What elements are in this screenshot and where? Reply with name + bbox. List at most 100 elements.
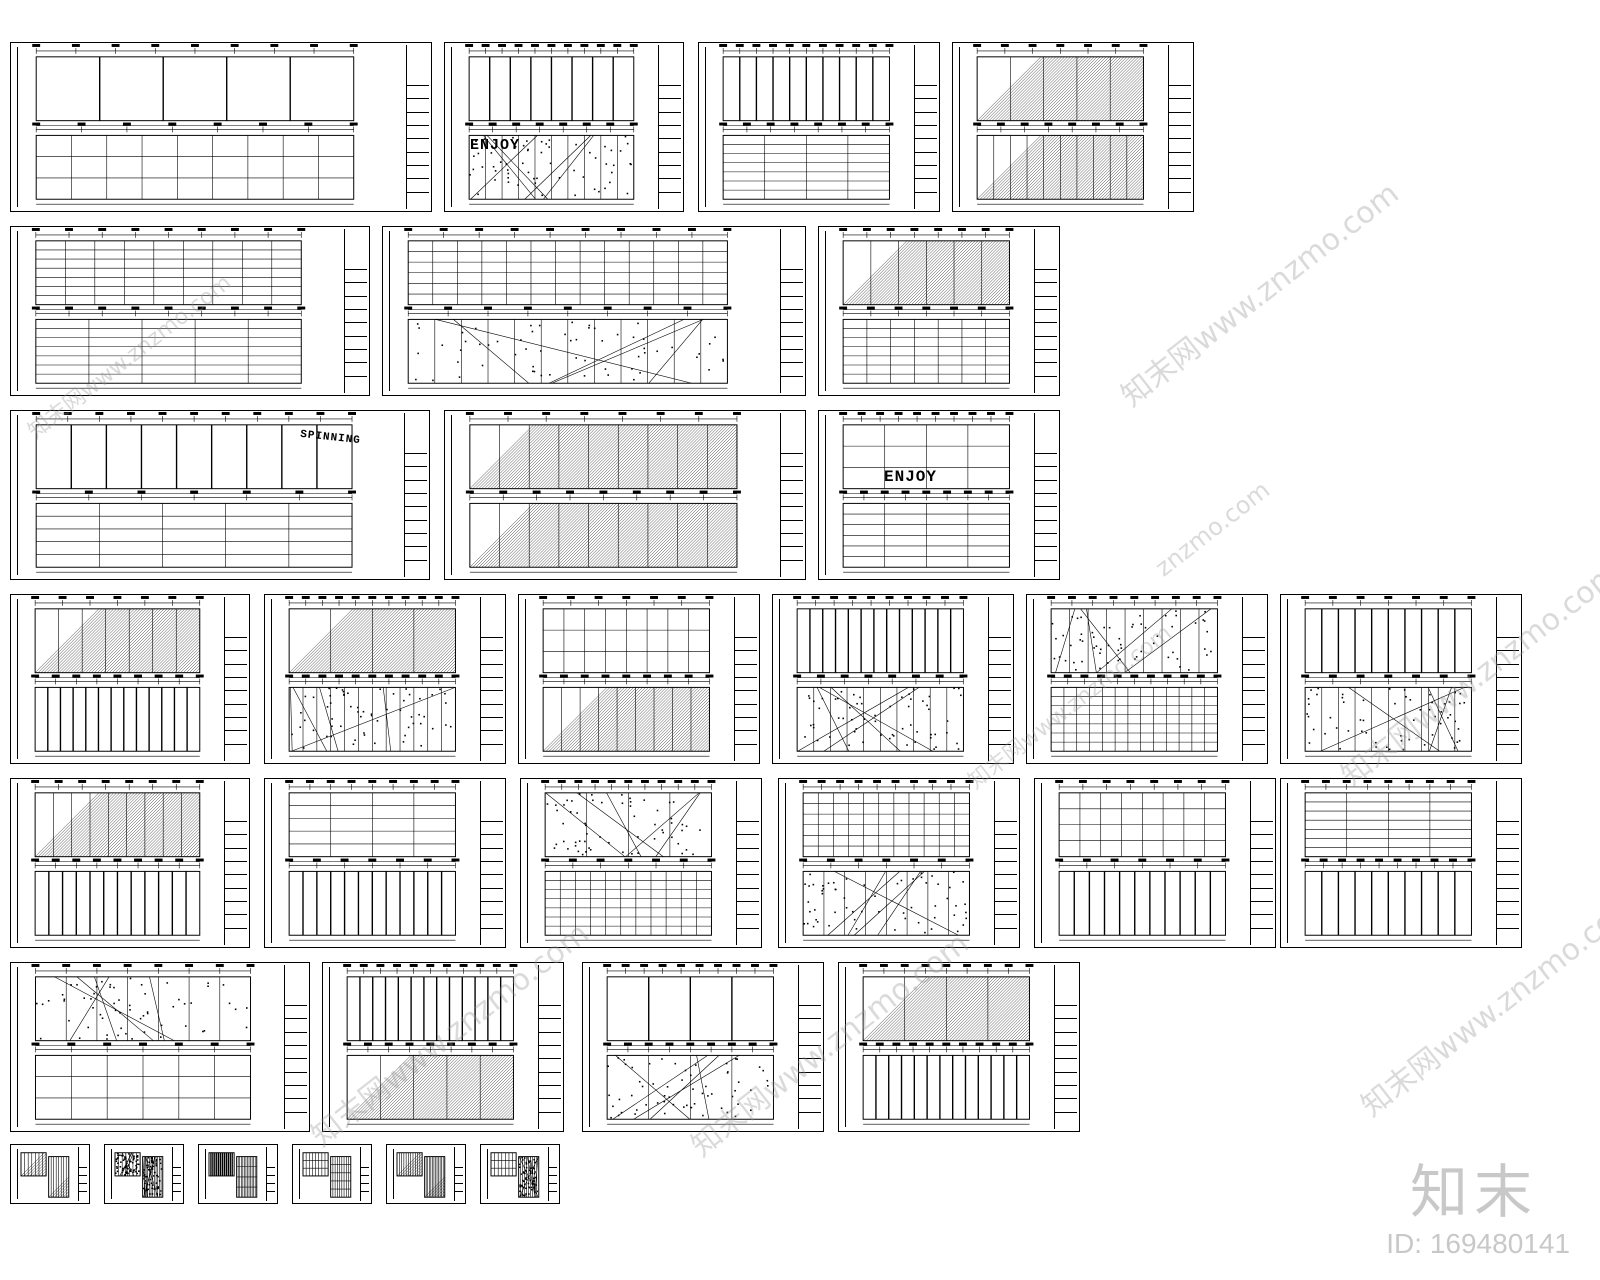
title-block: [404, 413, 427, 577]
elevation-drawing: [343, 963, 518, 1125]
elevation-drawing: [31, 595, 204, 757]
elevation-drawing: [719, 43, 894, 205]
elevation-drawing: [31, 779, 204, 941]
drawing-sheet: [386, 1144, 466, 1204]
elevation-panel: [1055, 779, 1230, 862]
elevation-panel: [603, 1042, 778, 1125]
drawing-sheet: [382, 226, 806, 396]
title-block: [454, 1147, 463, 1201]
title-block: [734, 597, 757, 761]
elevation-panel: [31, 674, 204, 757]
drawing-sheet: [10, 410, 430, 580]
elevation-panel: [285, 595, 460, 678]
title-block: [78, 1147, 87, 1201]
title-block: [780, 413, 803, 577]
elevation-panel: [285, 674, 460, 757]
title-block: [736, 781, 759, 945]
title-block: [1242, 597, 1265, 761]
elevation-drawing: [973, 43, 1148, 205]
elevation-drawing: [114, 1152, 164, 1198]
elevation-panel: [465, 490, 741, 573]
drawing-sheet: [838, 962, 1080, 1132]
sheet-binding-edge: [13, 47, 18, 207]
title-block: [406, 45, 429, 209]
sheet-binding-edge: [13, 1149, 18, 1199]
title-block: [914, 45, 937, 209]
sheet-binding-edge: [1283, 599, 1288, 759]
sheet-binding-edge: [521, 599, 526, 759]
sheet-binding-edge: [267, 599, 272, 759]
drawing-sheet: [582, 962, 824, 1132]
elevation-panel: [973, 122, 1148, 205]
elevation-drawing: [285, 779, 460, 941]
elevation-drawing: [1301, 779, 1476, 941]
title-block: [538, 965, 561, 1129]
drawing-sheet: [10, 962, 310, 1132]
elevation-panel: [541, 779, 716, 862]
elevation-panel: [208, 1152, 235, 1177]
elevation-panel: [396, 1152, 423, 1177]
elevation-panel: [839, 490, 1014, 573]
elevation-drawing: [404, 227, 732, 389]
drawing-sheet: [952, 42, 1194, 212]
drawing-sheet: [772, 594, 1014, 764]
sheet-binding-edge: [447, 47, 452, 207]
elevation-panel: [793, 595, 968, 678]
elevation-panel: [1047, 674, 1222, 757]
elevation-panel: [31, 963, 255, 1046]
drawing-sheet: [10, 42, 432, 212]
elevation-panel: [31, 306, 306, 389]
elevation-drawing: [208, 1152, 258, 1198]
drawing-sheet: [1280, 594, 1522, 764]
elevation-panel: [465, 411, 741, 494]
sheet-binding-edge: [13, 231, 18, 391]
elevation-drawing: [603, 963, 778, 1125]
sheet-binding-edge: [781, 783, 786, 943]
elevation-panel: [31, 858, 204, 941]
elevation-panel: [330, 1156, 352, 1198]
drawing-sheet: [104, 1144, 184, 1204]
elevation-panel: [1301, 674, 1476, 757]
elevation-panel: [490, 1152, 517, 1177]
drawing-sheet: [322, 962, 564, 1132]
sheet-binding-edge: [13, 783, 18, 943]
elevation-panel: [404, 306, 732, 389]
title-block: [798, 965, 821, 1129]
drawing-sheet: [480, 1144, 560, 1204]
elevation-drawing: [396, 1152, 446, 1198]
elevation-panel: [859, 1042, 1034, 1125]
drawing-sheet: [1026, 594, 1268, 764]
title-block: [224, 781, 247, 945]
elevation-panel: [793, 674, 968, 757]
brand-logo: 知末: [1410, 1158, 1539, 1226]
elevation-panel: [285, 858, 460, 941]
drawing-sheet: [1034, 778, 1276, 948]
elevation-panel: [236, 1156, 258, 1198]
sheet-binding-edge: [1037, 783, 1042, 943]
title-block: [994, 781, 1017, 945]
elevation-drawing: [799, 779, 974, 941]
elevation-panel: [799, 779, 974, 862]
elevation-panel: [1301, 595, 1476, 678]
elevation-panel: [719, 43, 894, 126]
drawing-sheet: [818, 410, 1060, 580]
title-block: [780, 229, 803, 393]
sheet-binding-edge: [1029, 599, 1034, 759]
elevation-panel: [31, 779, 204, 862]
elevation-panel: [343, 1042, 518, 1125]
sheet-binding-edge: [701, 47, 706, 207]
elevation-panel: [32, 122, 358, 205]
sheet-binding-edge: [585, 967, 590, 1127]
elevation-drawing: [31, 227, 306, 389]
elevation-panel: [31, 227, 306, 310]
drawing-sheet: [818, 226, 1060, 396]
elevation-drawing: [839, 411, 1014, 573]
drawing-sheet: [518, 594, 760, 764]
elevation-panel: [1301, 779, 1476, 862]
elevation-drawing: [490, 1152, 540, 1198]
elevation-panel: [603, 963, 778, 1046]
elevation-drawing: [285, 595, 460, 757]
elevation-drawing: [32, 411, 356, 573]
title-block: [988, 597, 1011, 761]
title-block: [266, 1147, 275, 1201]
